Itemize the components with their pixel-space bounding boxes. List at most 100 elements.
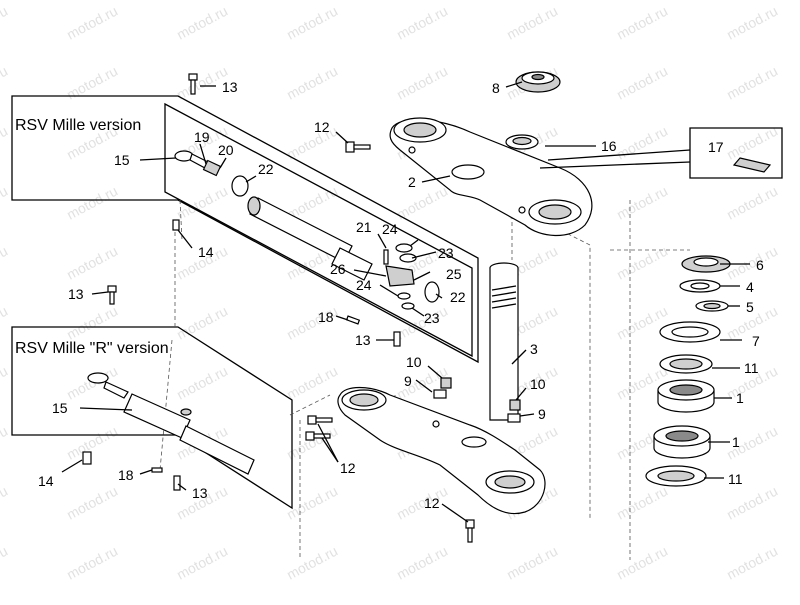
watermark-text: motod.ru: [724, 63, 780, 103]
label-2: 2: [408, 174, 416, 190]
label-17: 17: [708, 139, 724, 155]
watermark-text: motod.ru: [724, 3, 780, 43]
label-23-lower: 23: [424, 310, 440, 326]
bumpers-9-10: [433, 377, 521, 423]
watermark-text: motod.ru: [724, 243, 780, 283]
label-21: 21: [356, 219, 372, 235]
watermark-text: motod.ru: [64, 423, 120, 463]
watermark-text: motod.ru: [64, 183, 120, 223]
watermark-text: motod.ru: [614, 63, 670, 103]
label-23: 23: [438, 245, 454, 261]
rsv-mille-r-caption: RSV Mille "R" version: [15, 340, 169, 357]
lower-triple-clamp: [337, 386, 546, 515]
label-25: 25: [446, 266, 462, 282]
label-11: 11: [744, 360, 759, 376]
label-9-right: 9: [538, 406, 546, 422]
bolt-13-left: [107, 285, 117, 305]
label-10-right: 10: [530, 376, 546, 392]
rsv-mille-version-box: RSV Mille version: [11, 95, 479, 364]
watermark-text: motod.ru: [0, 303, 10, 343]
bush-14-lower: [82, 451, 92, 465]
label-16: 16: [601, 138, 617, 154]
label-8: 8: [492, 80, 500, 96]
watermark-text: motod.ru: [614, 183, 670, 223]
label-26: 26: [330, 261, 346, 277]
steering-damper-upper: [174, 150, 440, 310]
label-14-r: 14: [38, 473, 54, 489]
watermark-text: motod.ru: [64, 483, 120, 523]
bolt-12-top: [345, 141, 371, 153]
watermark-text: motod.ru: [0, 423, 10, 463]
watermark-text: motod.ru: [0, 123, 10, 163]
label-13-mid: 13: [355, 332, 371, 348]
pin-bolt-lower: [151, 467, 181, 491]
label-9: 9: [404, 373, 412, 389]
watermark-text: motod.ru: [174, 3, 230, 43]
watermark-text: motod.ru: [724, 183, 780, 223]
watermark-text: motod.ru: [0, 243, 10, 283]
watermark-text: motod.ru: [64, 303, 120, 343]
steering-stem-3: [489, 262, 519, 421]
watermark-text: motod.ru: [614, 483, 670, 523]
watermark-text: motod.ru: [284, 123, 340, 163]
rsv-mille-inner-frame: [164, 102, 473, 358]
rsv-mille-caption: RSV Mille version: [15, 117, 141, 134]
watermark-text: motod.ru: [504, 543, 560, 583]
label-10: 10: [406, 354, 422, 370]
bolt-13-top: [188, 73, 198, 95]
label-15-r: 15: [52, 400, 68, 416]
watermark-text: motod.ru: [0, 183, 10, 223]
label-12-lower: 12: [340, 460, 356, 476]
upper-triple-clamp-2: [389, 117, 593, 237]
label-1: 1: [736, 390, 744, 406]
watermark-text: motod.ru: [394, 3, 450, 43]
watermark-text: motod.ru: [614, 303, 670, 343]
watermark-text: motod.ru: [394, 63, 450, 103]
watermark-text: motod.ru: [0, 483, 10, 523]
leader-lines: [61, 81, 750, 523]
watermark-text: motod.ru: [0, 543, 10, 583]
watermark-text: motod.ru: [614, 243, 670, 283]
pin-18-upper: [345, 315, 361, 325]
watermark-text: motod.ru: [504, 3, 560, 43]
bush-14-top: [172, 219, 180, 231]
label-7: 7: [752, 333, 760, 349]
label-13-left: 13: [68, 286, 84, 302]
watermark-text: motod.ru: [174, 303, 230, 343]
bearing-stack: [645, 255, 731, 487]
steering-nut-8: [515, 71, 561, 93]
rsv-mille-r-version-box: RSV Mille "R" version: [11, 326, 293, 510]
watermark-text: motod.ru: [614, 123, 670, 163]
watermark-text: motod.ru: [0, 363, 10, 403]
label-14: 14: [198, 244, 214, 260]
watermark-text: motod.ru: [724, 543, 780, 583]
label-12: 12: [314, 119, 330, 135]
label-4: 4: [746, 279, 754, 295]
part-number-labels: 13 8 12 16 17 15 19 20 22 2 14 21 24 23 …: [38, 79, 764, 511]
watermark-text: motod.ru: [724, 483, 780, 523]
label-15: 15: [114, 152, 130, 168]
watermark-text: motod.ru: [394, 303, 450, 343]
watermark-layer: motod.ru motod.ru motod.ru motod.ru motod.ru…: [0, 3, 780, 583]
label-12-bottom: 12: [424, 495, 440, 511]
watermark-text: motod.ru: [284, 63, 340, 103]
watermark-text: motod.ru: [614, 3, 670, 43]
watermark-text: motod.ru: [394, 483, 450, 523]
rsv-mille-frame: [11, 95, 479, 364]
label-18: 18: [318, 309, 334, 325]
bolts-12-lower: [305, 415, 475, 543]
rsv-mille-r-frame: [11, 326, 293, 510]
label-18-r: 18: [118, 467, 134, 483]
watermark-text: motod.ru: [0, 63, 10, 103]
plate-17-frame: [689, 127, 783, 179]
watermark-text: motod.ru: [0, 3, 10, 43]
label-20: 20: [218, 142, 234, 158]
watermark-text: motod.ru: [284, 543, 340, 583]
watermark-text: motod.ru: [64, 243, 120, 283]
label-24: 24: [382, 221, 398, 237]
watermark-text: motod.ru: [174, 363, 230, 403]
label-1-lower: 1: [732, 434, 740, 450]
watermark-text: motod.ru: [284, 3, 340, 43]
badge-plate-17: [689, 127, 783, 179]
